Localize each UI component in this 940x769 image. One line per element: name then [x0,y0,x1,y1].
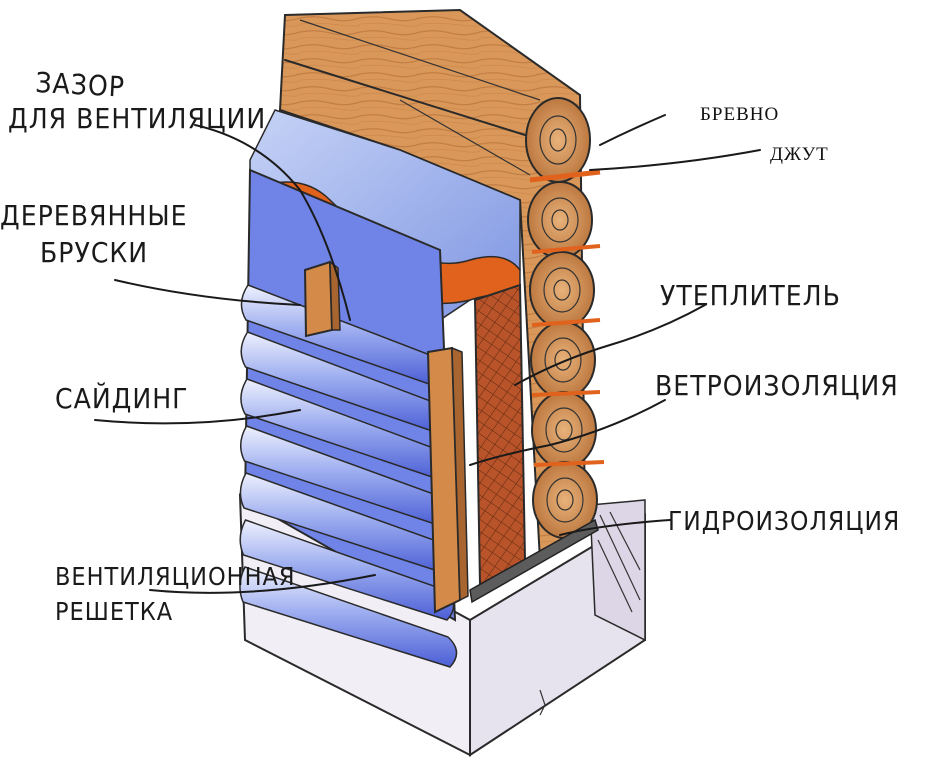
label-vent-gap-line2: ДЛЯ ВЕНТИЛЯЦИИ [8,102,266,135]
log-wall [278,8,605,563]
siding-board [239,566,458,668]
label-insulation: УТЕПЛИТЕЛЬ [660,279,841,312]
siding-panels [239,168,458,668]
wooden-battens [303,260,469,614]
label-log: БРЕВНО [700,104,779,125]
label-battens-line2: БРУСКИ [40,236,148,269]
label-battens-line1: ДЕРЕВЯННЫЕ [0,199,188,232]
label-vent-grille-line2: РЕШЕТКА [55,597,173,626]
label-waterproofing: ГИДРОИЗОЛЯЦИЯ [668,507,900,537]
label-vent-gap-line1: ЗАЗОР [35,66,126,104]
insulation-layer [473,283,527,587]
label-siding: САЙДИНГ [55,381,189,415]
label-vent-grille-line1: ВЕНТИЛЯЦИОННАЯ [55,562,296,591]
annotation-labels: ЗАЗОР ДЛЯ ВЕНТИЛЯЦИИ ДЕРЕВЯННЫЕ БРУСКИ С… [0,66,900,626]
label-wind-barrier: ВЕТРОИЗОЛЯЦИЯ [655,369,899,402]
label-jute: ДЖУТ [770,144,829,165]
waterproofing-strip [469,518,599,604]
leader-lines [94,114,761,594]
